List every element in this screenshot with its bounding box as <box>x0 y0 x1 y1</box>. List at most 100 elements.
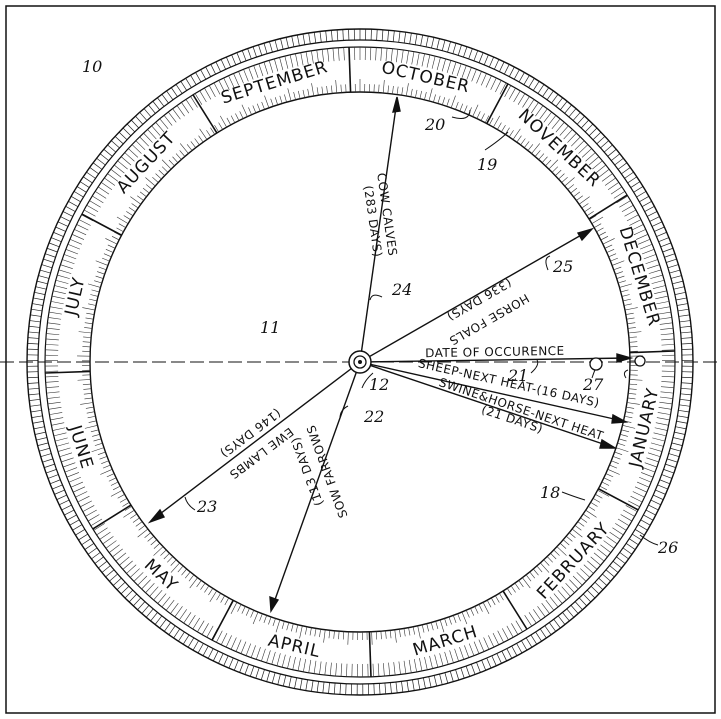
outer-tooth <box>636 191 647 198</box>
day-tick <box>483 637 490 650</box>
day-tick <box>497 630 504 643</box>
day-tick <box>261 101 265 110</box>
outer-tooth <box>676 420 688 424</box>
outer-tooth <box>76 186 87 193</box>
day-tick <box>431 56 436 69</box>
day-tick <box>592 160 603 170</box>
day-tick <box>455 101 459 110</box>
day-tick <box>114 164 125 174</box>
day-tick <box>628 336 637 338</box>
outer-tooth <box>296 34 300 46</box>
day-tick <box>444 618 448 627</box>
day-tick <box>456 63 462 77</box>
outer-tooth <box>403 32 407 44</box>
day-tick <box>435 621 439 629</box>
day-tick <box>603 477 612 482</box>
day-tick <box>258 63 264 77</box>
day-tick <box>122 560 133 570</box>
day-tick <box>117 494 125 499</box>
day-tick <box>220 632 228 645</box>
day-tick <box>298 90 301 99</box>
outer-tooth <box>501 650 508 662</box>
day-tick <box>550 553 557 560</box>
day-tick <box>586 211 594 217</box>
day-tick <box>528 612 537 624</box>
day-tick <box>616 195 628 204</box>
indicator-circle-27 <box>589 357 603 371</box>
outer-tooth <box>29 404 41 407</box>
day-tick <box>309 627 312 636</box>
day-tick <box>492 632 500 645</box>
day-tick <box>549 596 559 608</box>
outer-tooth <box>42 458 54 463</box>
day-tick <box>198 135 204 143</box>
day-tick <box>570 187 578 194</box>
day-tick <box>444 651 449 665</box>
day-tick <box>117 160 128 170</box>
day-tick <box>578 196 590 205</box>
outer-tooth <box>660 242 672 248</box>
outer-tooth <box>639 196 650 203</box>
day-tick <box>218 122 223 130</box>
outer-tooth <box>412 679 415 691</box>
day-tick <box>103 253 112 258</box>
day-tick <box>623 509 635 517</box>
day-tick <box>476 71 482 84</box>
day-tick <box>261 648 266 662</box>
day-tick <box>263 61 269 75</box>
day-tick <box>627 327 636 329</box>
day-tick <box>539 108 548 120</box>
day-tick <box>185 99 194 111</box>
month-dividers <box>45 47 675 677</box>
day-tick <box>656 417 670 421</box>
day-tick <box>486 600 492 608</box>
day-tick <box>457 613 461 622</box>
day-tick <box>308 659 312 673</box>
day-tick <box>653 432 667 437</box>
day-tick <box>651 279 665 284</box>
day-tick <box>412 626 415 635</box>
day-tick <box>450 95 456 108</box>
day-tick <box>635 234 649 240</box>
outer-tooth <box>28 325 40 328</box>
day-tick <box>658 311 672 315</box>
outer-tooth <box>633 186 644 193</box>
outer-tooth <box>465 665 471 677</box>
day-tick <box>413 659 417 672</box>
day-tick <box>183 612 192 624</box>
outer-tooth <box>539 628 547 639</box>
day-tick <box>147 536 154 542</box>
month-label-october: OCTOBER <box>379 58 471 98</box>
outer-tooth <box>551 94 559 104</box>
day-tick <box>626 402 640 405</box>
outer-tooth <box>681 337 693 339</box>
outer-tooth <box>674 291 686 295</box>
day-tick <box>216 593 221 601</box>
day-tick <box>50 417 64 421</box>
outer-tooth <box>197 643 204 654</box>
outer-tooth <box>625 543 636 550</box>
outer-tooth <box>91 552 101 560</box>
day-tick <box>45 349 59 351</box>
day-tick <box>216 630 223 643</box>
outer-tooth <box>612 560 622 569</box>
outer-tooth <box>390 682 392 694</box>
day-tick <box>102 536 114 545</box>
outer-tooth <box>231 54 237 66</box>
day-tick <box>441 58 446 72</box>
outer-tooth <box>228 657 234 669</box>
outer-tooth <box>557 615 566 625</box>
outer-tooth <box>27 343 39 345</box>
outer-tooth <box>452 43 457 54</box>
day-tick <box>137 528 149 538</box>
outer-tooth <box>521 640 528 651</box>
day-tick <box>613 266 622 271</box>
outer-tooth <box>506 648 513 659</box>
outer-tooth <box>555 97 563 107</box>
day-tick <box>661 349 675 351</box>
outer-tooth <box>455 669 460 681</box>
outer-tooth <box>621 167 631 175</box>
day-tick <box>480 113 485 121</box>
day-tick <box>473 641 480 654</box>
day-tick <box>87 283 101 288</box>
